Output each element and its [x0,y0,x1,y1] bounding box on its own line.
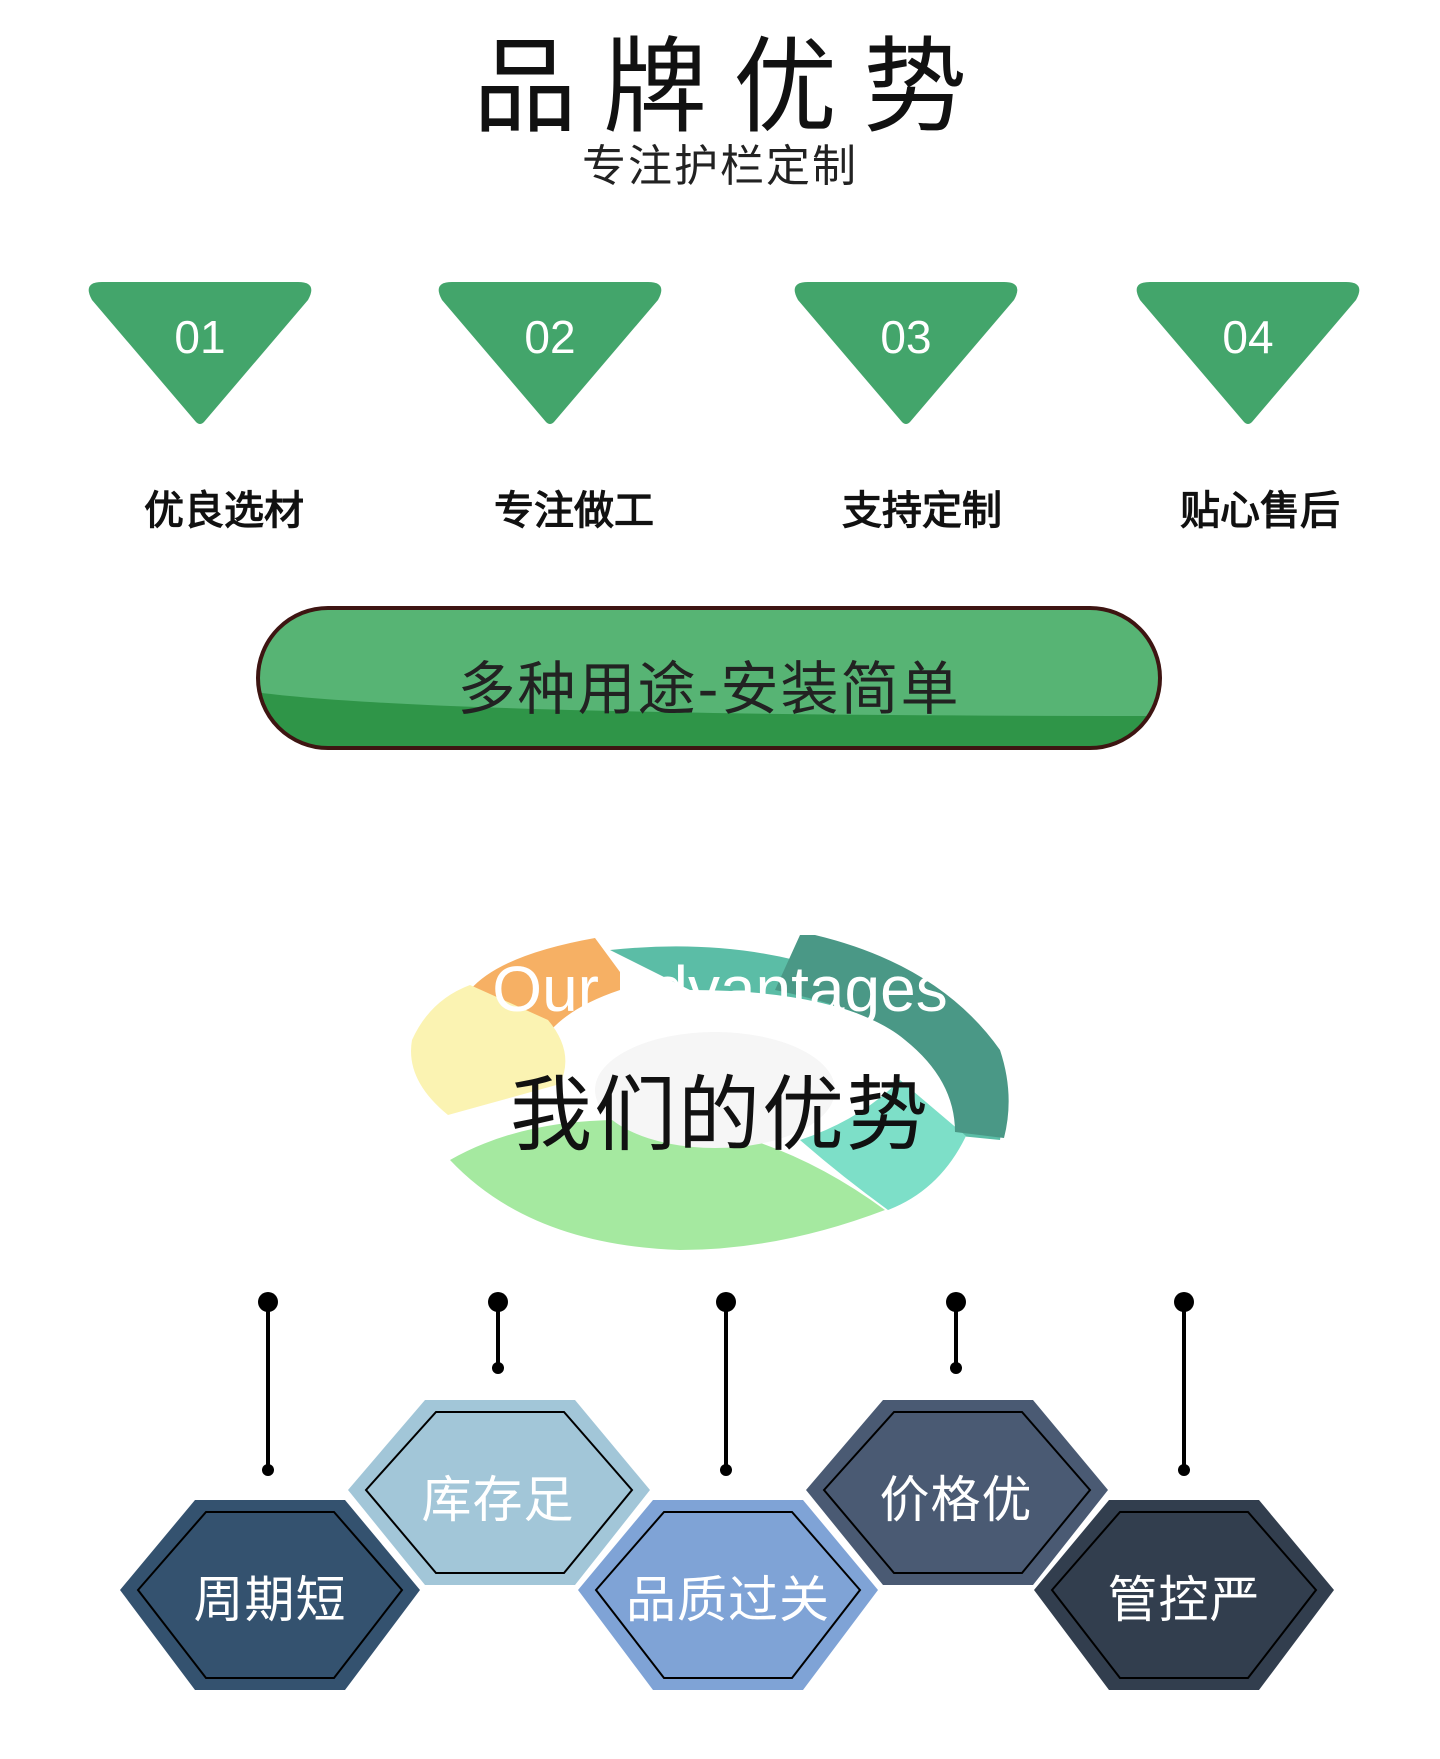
hexagon-label-3: 品质过关 [626,1571,830,1629]
banner-pill [256,606,1162,750]
hexagon-5 [1034,1500,1334,1690]
advantages-title-en: Our advantages [492,953,948,1025]
page-subtitle: 专注护栏定制 [582,141,858,192]
advantages-ring-graphic [411,935,1009,1250]
triangle-icon [1136,282,1360,424]
feature-marker-2: 02 [430,278,670,438]
feature-marker-1: 01 [80,278,320,438]
hexagon-group [120,1400,1334,1690]
hexagon-label-5: 管控严 [1107,1571,1261,1629]
hexagon-label-2: 库存足 [421,1471,575,1529]
triangle-icon [438,282,662,424]
feature-label-4: 贴心售后 [1180,488,1340,534]
hexagon-label-4: 价格优 [879,1471,1033,1529]
feature-number: 02 [524,311,576,363]
feature-number: 04 [1222,311,1274,363]
banner-text: 多种用途-安装简单 [457,655,961,723]
feature-label-1: 优良选材 [144,488,304,534]
hexagon-3 [578,1500,878,1690]
feature-number: 03 [880,311,932,363]
feature-label-3: 支持定制 [842,488,1002,534]
feature-label-2: 专注做工 [494,488,654,534]
hexagon-2 [348,1400,650,1585]
feature-number: 01 [174,311,226,363]
feature-marker-4: 04 [1128,278,1368,438]
feature-marker-3: 03 [786,278,1026,438]
triangle-icon [794,282,1018,424]
hexagon-label-1: 周期短 [193,1571,347,1629]
hanging-pins [258,1292,1194,1476]
hexagon-1 [120,1500,420,1690]
hexagon-4 [806,1400,1108,1585]
advantages-title-cn: 我们的优势 [509,1068,930,1163]
triangle-icon [88,282,312,424]
page-title: 品牌优势 [472,26,993,148]
